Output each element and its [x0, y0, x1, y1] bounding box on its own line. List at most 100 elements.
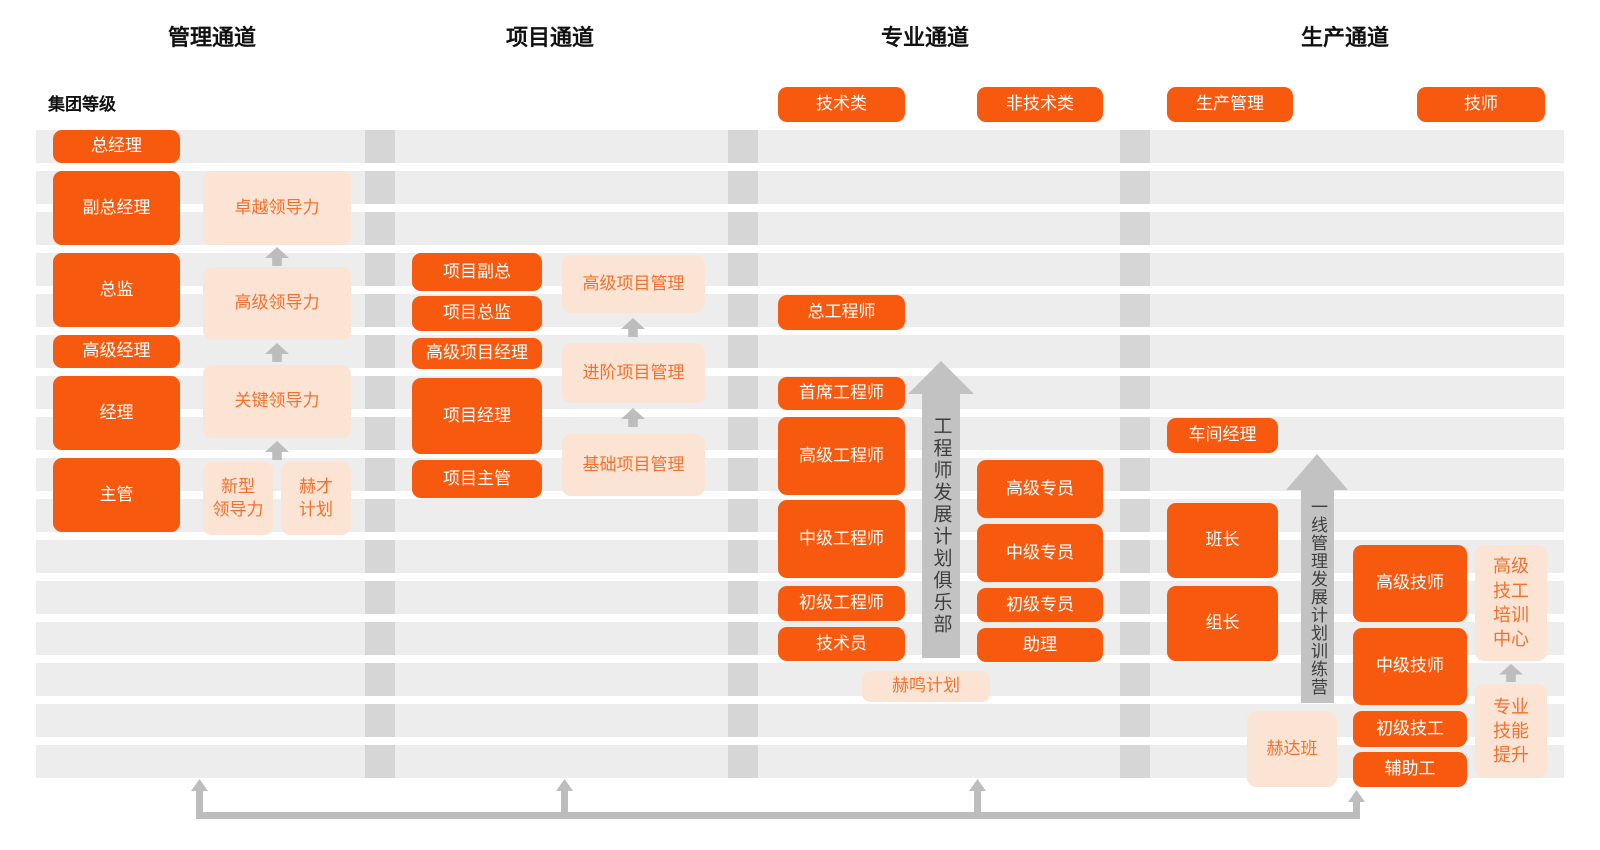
channel-separator — [1120, 335, 1150, 368]
channel-separator — [1120, 417, 1150, 450]
channel-separator — [1120, 171, 1150, 204]
project-program-box: 高级项目管理 — [562, 255, 705, 313]
connector-stub — [1353, 801, 1360, 812]
prof-nontechnical-box: 助理 — [977, 628, 1103, 662]
frontline-arrow-label: 一线管理发展计划训练营 — [1308, 497, 1327, 696]
engineer-development-arrow: 工程师发展计划俱乐部 — [908, 361, 974, 658]
channel-separator — [1120, 458, 1150, 491]
production-program-box: 赫达班 — [1247, 711, 1337, 787]
channel-separator — [728, 212, 758, 245]
channel-separator — [728, 171, 758, 204]
frontline-management-arrow: 一线管理发展计划训练营 — [1286, 454, 1348, 703]
channel-separator — [728, 417, 758, 450]
professional-program-box: 赫鸣计划 — [862, 671, 990, 702]
channel-separator — [365, 581, 395, 614]
channel-separator — [365, 294, 395, 327]
channel-separator — [365, 499, 395, 532]
channel-separator — [365, 376, 395, 409]
channel-separator — [365, 253, 395, 286]
channel-separator — [365, 745, 395, 778]
channel-separator — [1120, 294, 1150, 327]
mgmt-position-box: 副总经理 — [53, 171, 180, 245]
production-program-box: 专业 技能 提升 — [1475, 684, 1547, 778]
channel-title-production: 生产通道 — [1300, 25, 1389, 50]
channel-separator — [365, 171, 395, 204]
group-level-label: 集团等级 — [48, 95, 116, 114]
mgmt-position-box: 总监 — [53, 253, 180, 327]
project-program-box: 基础项目管理 — [562, 434, 705, 496]
channel-separator — [1120, 212, 1150, 245]
channel-separator — [728, 622, 758, 655]
leadership-program-box: 赫才 计划 — [281, 462, 351, 535]
prod-mgmt-box: 车间经理 — [1167, 418, 1278, 453]
level-row — [36, 130, 1564, 163]
project-program-box: 进阶项目管理 — [562, 343, 705, 403]
connector-stub — [561, 790, 568, 812]
channel-separator — [728, 376, 758, 409]
subheader-nontechnical: 非技术类 — [977, 87, 1103, 122]
arrow-head-icon — [908, 361, 974, 394]
prof-technical-box: 中级工程师 — [778, 500, 905, 578]
channel-separator — [365, 417, 395, 450]
channel-separator — [728, 581, 758, 614]
production-program-box: 高级 技工 培训 中心 — [1475, 545, 1547, 661]
prof-nontechnical-box: 高级专员 — [977, 460, 1103, 518]
channel-separator — [1120, 376, 1150, 409]
prod-technician-box: 辅助工 — [1353, 752, 1467, 787]
subheader-technical: 技术类 — [778, 87, 905, 122]
mgmt-position-box: 主管 — [53, 458, 180, 532]
mgmt-position-box: 高级经理 — [53, 335, 180, 368]
channel-separator — [728, 294, 758, 327]
channel-separator — [728, 663, 758, 696]
subheader-production-management: 生产管理 — [1167, 87, 1293, 122]
channel-separator — [365, 212, 395, 245]
connector-stub — [974, 790, 981, 812]
leadership-program-box: 关键领导力 — [203, 365, 351, 438]
leadership-program-box: 卓越领导力 — [203, 171, 351, 245]
channel-separator — [1120, 540, 1150, 573]
prof-technical-box: 高级工程师 — [778, 417, 905, 495]
project-position-box: 项目副总 — [412, 253, 542, 291]
channel-separator — [1120, 745, 1150, 778]
channel-separator — [728, 130, 758, 163]
channel-separator — [1120, 130, 1150, 163]
prof-technical-box: 初级工程师 — [778, 586, 905, 621]
prof-nontechnical-box: 中级专员 — [977, 524, 1103, 582]
channel-separator — [1120, 581, 1150, 614]
channel-title-professional: 专业通道 — [880, 25, 969, 50]
channel-separator — [728, 499, 758, 532]
leadership-program-box: 新型 领导力 — [203, 462, 273, 535]
channel-separator — [365, 704, 395, 737]
subheader-technician: 技师 — [1417, 87, 1545, 122]
channel-separator — [365, 130, 395, 163]
channel-separator — [365, 663, 395, 696]
bottom-connector-line — [196, 812, 1360, 819]
project-position-box: 项目总监 — [412, 296, 542, 331]
prod-technician-box: 中级技师 — [1353, 628, 1467, 705]
project-position-box: 高级项目经理 — [412, 338, 542, 369]
mgmt-position-box: 经理 — [53, 376, 180, 450]
channel-separator — [365, 622, 395, 655]
channel-separator — [1120, 622, 1150, 655]
channel-separator — [728, 745, 758, 778]
channel-separator — [1120, 704, 1150, 737]
channel-separator — [365, 540, 395, 573]
prof-technical-box: 总工程师 — [778, 295, 905, 330]
project-position-box: 项目主管 — [412, 460, 542, 498]
level-row — [36, 335, 1564, 368]
engineer-arrow-label: 工程师发展计划俱乐部 — [930, 416, 952, 636]
channel-separator — [1120, 499, 1150, 532]
channel-title-management: 管理通道 — [167, 25, 256, 50]
prod-technician-box: 高级技师 — [1353, 545, 1467, 622]
channel-separator — [365, 335, 395, 368]
channel-separator — [728, 540, 758, 573]
prod-mgmt-box: 班长 — [1167, 503, 1278, 578]
channel-separator — [1120, 253, 1150, 286]
arrow-head-icon — [1286, 454, 1348, 490]
channel-separator — [1120, 663, 1150, 696]
channel-separator — [728, 458, 758, 491]
channel-separator — [728, 253, 758, 286]
channel-title-project: 项目通道 — [505, 25, 594, 50]
connector-stub — [196, 790, 203, 812]
